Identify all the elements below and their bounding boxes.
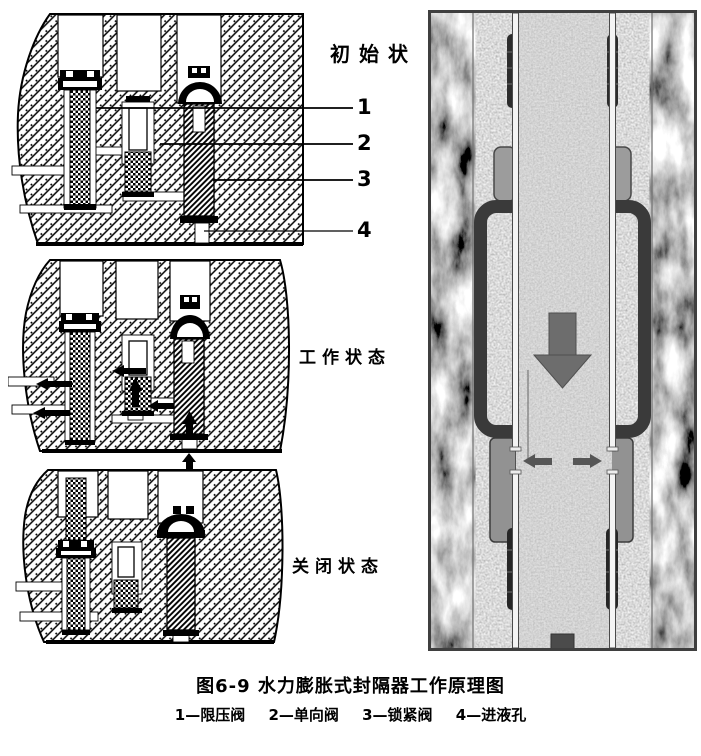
pressure-limit-valve <box>56 477 96 635</box>
casing-right <box>609 12 616 452</box>
lock-valve <box>178 66 222 244</box>
diagram-initial-state <box>11 13 353 246</box>
check-valve <box>111 541 143 613</box>
figure-legend: 1—限压阀 2—单向阀 3—锁紧阀 4—进液孔 <box>0 704 701 725</box>
port-flow-arrows <box>523 454 602 468</box>
tubing-shoe <box>550 633 575 650</box>
state-label-working: 工作状态 <box>299 348 391 368</box>
figure-caption: 图6-9 水力膨胀式封隔器工作原理图 <box>196 676 505 697</box>
flow-arrow-up-icon <box>182 411 197 424</box>
diagram-working-state <box>8 259 290 453</box>
wellbore-panel <box>428 10 697 651</box>
diagram-closed-state <box>15 453 284 644</box>
flow-arrow-left-icon <box>112 365 124 377</box>
callout-leader-lines <box>96 107 353 232</box>
callout-2: 2 <box>357 131 372 155</box>
check-valve <box>121 96 155 197</box>
legend-item-3: 3—锁紧阀 <box>362 706 433 724</box>
rock-right <box>652 13 694 648</box>
callout-3: 3 <box>357 167 372 191</box>
legend-item-2: 2—单向阀 <box>268 706 339 724</box>
pressure-limit-valve <box>59 313 101 445</box>
packer-body-section <box>15 469 284 644</box>
callout-4: 4 <box>357 218 372 242</box>
rock-left <box>431 13 473 648</box>
flow-arrows <box>33 365 197 438</box>
state-label-closed: 关闭状态 <box>292 557 384 577</box>
panel-border <box>428 10 697 651</box>
lock-valve <box>157 506 205 636</box>
flow-arrow-left-icon <box>523 454 535 468</box>
callout-1: 1 <box>357 95 372 119</box>
down-arrow-icon <box>532 312 593 389</box>
flow-arrow-left-icon <box>148 400 158 412</box>
flow-arrow-left-icon <box>33 407 45 419</box>
casing-left <box>512 12 519 452</box>
flow-arrow-up-icon <box>182 453 196 471</box>
flow-arrow-right-icon <box>590 454 602 468</box>
fluid-inlet-hole <box>194 222 210 244</box>
legend-item-1: 1—限压阀 <box>174 706 246 724</box>
flow-arrow-up-icon <box>129 377 142 391</box>
state-label-initial: 初始状 <box>330 42 417 66</box>
legend-item-4: 4—进液孔 <box>455 706 527 724</box>
flow-arrow-left-icon <box>36 378 48 390</box>
pressure-limit-valve <box>58 70 102 210</box>
packer-body-section <box>11 13 304 246</box>
